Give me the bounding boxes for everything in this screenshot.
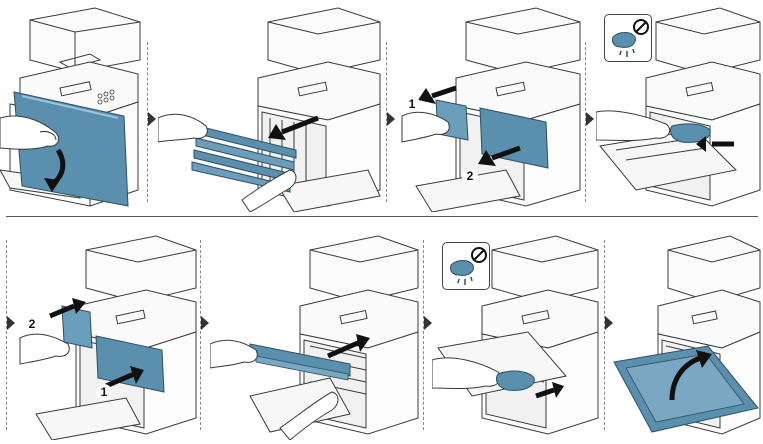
panel-separator xyxy=(585,42,586,202)
printer-illustration xyxy=(19,235,197,440)
next-step-arrow-icon xyxy=(424,316,432,330)
step-badge: 2 xyxy=(462,168,478,184)
panel-separator xyxy=(200,240,201,430)
step-badge: 1 xyxy=(96,384,112,400)
printer-illustration xyxy=(613,235,761,435)
panel-separator xyxy=(6,240,7,430)
warning-inset xyxy=(604,14,652,62)
next-step-arrow-icon xyxy=(387,112,395,126)
step-badge: 2 xyxy=(24,316,40,332)
printer-illustration xyxy=(0,7,141,207)
panel-separator xyxy=(147,42,148,202)
step-panel-insert-imaging-unit: 2 1 xyxy=(16,228,198,440)
panel-separator xyxy=(423,240,424,430)
next-step-arrow-icon xyxy=(201,316,209,330)
step-badge: 1 xyxy=(404,96,420,112)
step-panel-remove-toner-cartridges xyxy=(158,0,384,212)
printer-illustration xyxy=(401,7,581,212)
step-panel-open-front-cover xyxy=(0,0,145,212)
next-step-arrow-icon xyxy=(7,316,15,330)
panel-separator xyxy=(386,42,387,202)
step-panel-remove-imaging-unit: 1 2 xyxy=(396,0,582,212)
printer-illustration xyxy=(596,7,761,207)
warning-inset xyxy=(442,242,490,290)
printer-illustration xyxy=(158,7,381,212)
next-step-arrow-icon xyxy=(605,316,613,330)
step-panel-insert-toner-cartridges xyxy=(210,228,420,440)
printer-illustration xyxy=(210,235,419,440)
printer-illustration xyxy=(432,235,599,435)
next-step-arrow-icon xyxy=(148,112,156,126)
step-panel-handle-imaging-unit xyxy=(596,0,762,212)
row-divider xyxy=(6,216,758,217)
step-panel-push-imaging-unit xyxy=(432,228,602,440)
next-step-arrow-icon xyxy=(586,112,594,126)
step-panel-close-front-cover xyxy=(612,228,762,440)
panel-separator xyxy=(604,240,605,430)
